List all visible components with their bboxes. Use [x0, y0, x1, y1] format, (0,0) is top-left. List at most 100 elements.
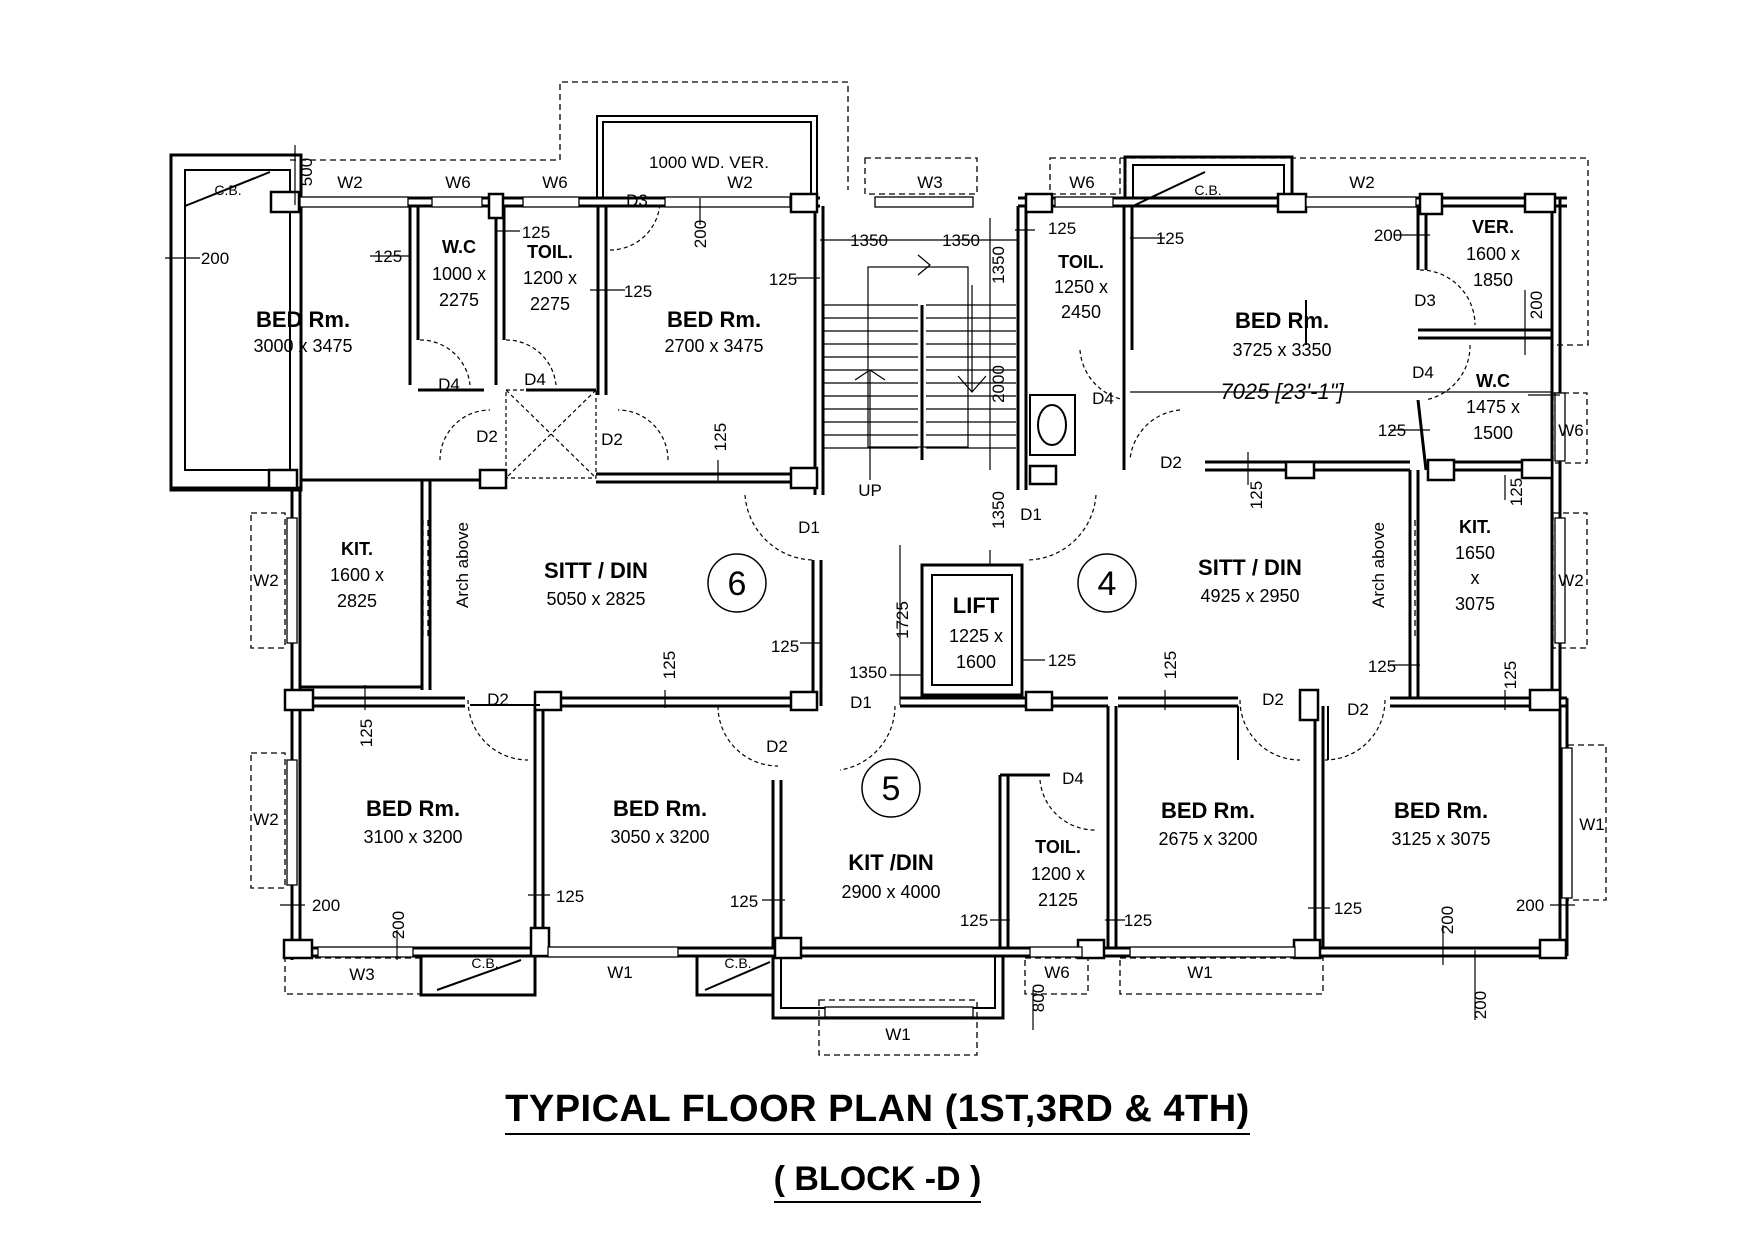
staircase [823, 254, 1076, 480]
svg-text:W1: W1 [607, 963, 633, 982]
svg-text:D1: D1 [798, 518, 820, 537]
room-name: KIT. [341, 539, 373, 559]
svg-text:125: 125 [1368, 657, 1396, 676]
room-name: BED Rm. [613, 796, 707, 821]
overall-dimension: 7025 [23'-1"] [1220, 379, 1344, 404]
room-dim: 4925 x 2950 [1200, 586, 1299, 606]
room-dim: 2125 [1038, 890, 1078, 910]
svg-text:125: 125 [1507, 478, 1526, 506]
room-name: BED Rm. [1394, 798, 1488, 823]
svg-text:200: 200 [691, 220, 710, 248]
up-label: UP [858, 481, 882, 500]
flat-number: 6 [728, 565, 747, 603]
room-dim: 3000 x 3475 [253, 336, 352, 356]
svg-text:D2: D2 [1160, 453, 1182, 472]
svg-text:W2: W2 [1558, 571, 1584, 590]
room-dim: 2900 x 4000 [841, 882, 940, 902]
room-name: TOIL. [1035, 837, 1081, 857]
room-kit-1: KIT. 1600 x 2825 [330, 539, 384, 611]
svg-text:D2: D2 [487, 690, 509, 709]
room-dim: 1475 x [1466, 397, 1520, 417]
svg-text:200: 200 [312, 896, 340, 915]
svg-text:125: 125 [1048, 219, 1076, 238]
svg-text:200: 200 [1516, 896, 1544, 915]
svg-text:125: 125 [374, 247, 402, 266]
room-dim: 2825 [337, 591, 377, 611]
room-kit-din: KIT /DIN 2900 x 4000 [841, 850, 940, 902]
room-dim: 1200 x [1031, 864, 1085, 884]
dimension-text: 200 125 125 125 125 125 125 125 125 125 … [201, 158, 1546, 1019]
svg-text:W1: W1 [885, 1025, 911, 1044]
svg-text:D4: D4 [524, 370, 546, 389]
room-bed-6: BED Rm. 2675 x 3200 [1158, 798, 1257, 849]
flat-numbers: 6 4 5 [707, 553, 1137, 818]
svg-text:D4: D4 [438, 375, 460, 394]
svg-text:D4: D4 [1062, 769, 1084, 788]
room-bed-1: BED Rm. 3000 x 3475 [253, 307, 352, 356]
cb-label: C.B. [471, 955, 498, 971]
cb-label: C.B. [724, 955, 751, 971]
room-name: TOIL. [527, 242, 573, 262]
room-sitt-2: SITT / DIN 4925 x 2950 [1198, 555, 1302, 606]
room-toil-2: TOIL. 1250 x 2450 [1054, 252, 1108, 322]
svg-text:125: 125 [357, 719, 376, 747]
cupboards [184, 171, 1206, 991]
room-dim: 2700 x 3475 [664, 336, 763, 356]
room-name: BED Rm. [366, 796, 460, 821]
room-bed-2: BED Rm. 2700 x 3475 [664, 307, 763, 356]
svg-text:D1: D1 [1020, 505, 1042, 524]
room-toil-1: TOIL. 1200 x 2275 [523, 242, 577, 314]
room-bed-7: BED Rm. 3125 x 3075 [1391, 798, 1490, 849]
svg-text:125: 125 [522, 223, 550, 242]
room-dim: 1850 [1473, 270, 1513, 290]
svg-text:125: 125 [1124, 911, 1152, 930]
svg-text:200: 200 [1471, 991, 1490, 1019]
svg-text:1350: 1350 [849, 663, 887, 682]
cb-label: C.B. [1194, 182, 1221, 198]
room-bed-4: BED Rm. 3100 x 3200 [363, 796, 462, 847]
svg-text:1350: 1350 [942, 231, 980, 250]
svg-text:125: 125 [769, 270, 797, 289]
room-dim: 3050 x 3200 [610, 827, 709, 847]
dimension-lines [165, 145, 1575, 1030]
svg-text:W2: W2 [727, 173, 753, 192]
room-name: BED Rm. [256, 307, 350, 332]
svg-text:1350: 1350 [850, 231, 888, 250]
svg-text:W2: W2 [253, 810, 279, 829]
room-dim: 3100 x 3200 [363, 827, 462, 847]
svg-text:500: 500 [297, 158, 316, 186]
room-dim: 1600 x [1466, 244, 1520, 264]
general-labels: 1000 WD. VER. C.B. C.B. C.B. C.B. UP Arc… [214, 153, 1388, 971]
room-dim: 3125 x 3075 [1391, 829, 1490, 849]
svg-text:200: 200 [1527, 291, 1546, 319]
room-dim: 1250 x [1054, 277, 1108, 297]
svg-text:125: 125 [730, 892, 758, 911]
room-name: TOIL. [1058, 252, 1104, 272]
room-dim: 1650 [1455, 543, 1495, 563]
room-bed-5: BED Rm. 3050 x 3200 [610, 796, 709, 847]
room-dim: 3725 x 3350 [1232, 340, 1331, 360]
room-name: KIT. [1459, 517, 1491, 537]
svg-text:D4: D4 [1092, 389, 1114, 408]
room-dim: 1000 x [432, 264, 486, 284]
room-dim: 1500 [1473, 423, 1513, 443]
svg-text:W3: W3 [917, 173, 943, 192]
arch-label: Arch above [453, 522, 472, 608]
room-name: SITT / DIN [1198, 555, 1302, 580]
drawing-subtitle-text: ( BLOCK -D ) [773, 1160, 982, 1203]
svg-text:125: 125 [1156, 229, 1184, 248]
svg-text:D2: D2 [1262, 690, 1284, 709]
room-lift: LIFT 1225 x 1600 [949, 593, 1003, 672]
svg-text:1350: 1350 [989, 491, 1008, 529]
svg-text:125: 125 [1048, 651, 1076, 670]
drawing-title: TYPICAL FLOOR PLAN (1ST,3RD & 4TH) [0, 1088, 1755, 1135]
room-dim: 1225 x [949, 626, 1003, 646]
svg-text:W6: W6 [1044, 963, 1070, 982]
windows [286, 196, 1573, 1018]
svg-text:D1: D1 [850, 693, 872, 712]
room-dim: 1200 x [523, 268, 577, 288]
svg-text:125: 125 [711, 423, 730, 451]
room-toil-3: TOIL. 1200 x 2125 [1031, 837, 1085, 910]
svg-text:125: 125 [960, 911, 988, 930]
svg-text:D2: D2 [601, 430, 623, 449]
